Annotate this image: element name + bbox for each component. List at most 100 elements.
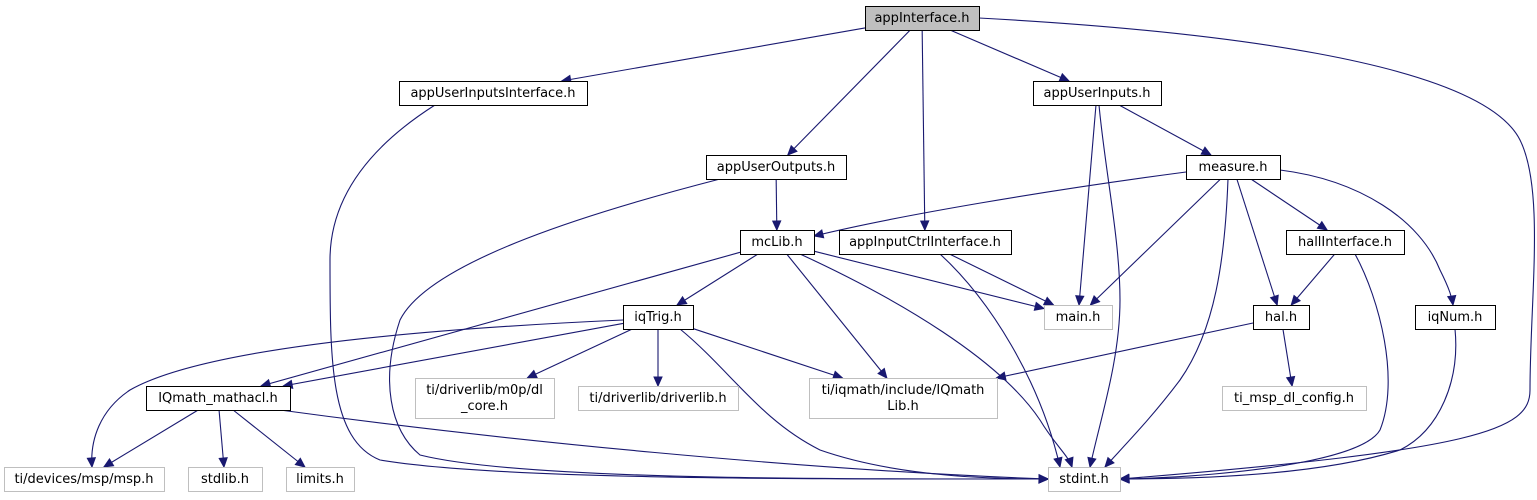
node-box [146, 386, 291, 411]
arrowhead [218, 457, 228, 469]
edge-measure-to-hal [1236, 178, 1279, 307]
node-box [1048, 467, 1121, 492]
node-iqTrig[interactable]: iqTrig.h [623, 305, 694, 330]
node-mcLib[interactable]: mcLib.h [740, 230, 815, 255]
node-driverlib[interactable]: ti/driverlib/driverlib.h [578, 386, 739, 411]
node-label: hallInterface.h [1298, 235, 1392, 250]
arrowhead [1089, 294, 1101, 306]
arrowhead [1200, 146, 1213, 156]
node-stdint[interactable]: stdint.h [1048, 467, 1121, 492]
arrowhead [812, 229, 825, 239]
arrowhead [1269, 294, 1279, 307]
arrowhead [1038, 473, 1050, 484]
node-label: ti/devices/msp/msp.h [14, 472, 153, 487]
node-label: ti/iqmath/include/IQmath [822, 383, 985, 398]
edge-IQmath_mathacl-to-msp [102, 409, 199, 468]
node-label: iqTrig.h [634, 310, 681, 325]
arrowhead [294, 457, 306, 468]
node-label: limits.h [296, 472, 344, 487]
node-msp[interactable]: ti/devices/msp/msp.h [4, 467, 165, 492]
arrowhead [675, 295, 688, 306]
edge-appUserInputs-to-stdint [1087, 104, 1121, 469]
node-iqNum[interactable]: iqNum.h [1415, 305, 1496, 330]
edge-iqTrig-to-IQmathLib [692, 328, 844, 380]
node-box [415, 378, 555, 419]
edge-hallInterface-to-hal [1290, 253, 1336, 306]
node-box [188, 467, 263, 492]
arrowhead [1064, 456, 1074, 469]
node-main[interactable]: main.h [1044, 305, 1113, 330]
arrowhead [1087, 456, 1097, 469]
node-box [740, 230, 815, 255]
node-box [706, 155, 847, 180]
node-measure[interactable]: measure.h [1186, 155, 1281, 180]
node-box [865, 6, 980, 31]
arrowhead [786, 144, 798, 156]
edge-IQmath_mathacl-to-stdlib [218, 409, 228, 469]
node-label: ti_msp_dl_config.h [1234, 391, 1354, 406]
arrowhead [1058, 72, 1071, 82]
arrowhead [919, 220, 930, 232]
arrowhead [1290, 294, 1302, 306]
node-stdlib[interactable]: stdlib.h [188, 467, 263, 492]
node-box [1044, 305, 1113, 330]
edge-appUserOutputs-to-stdint [389, 178, 1050, 484]
arrowhead [1316, 220, 1329, 231]
node-hallInterface[interactable]: hallInterface.h [1286, 230, 1405, 255]
arrowhead [526, 369, 538, 379]
node-appInputCtrlInterface[interactable]: appInputCtrlInterface.h [839, 230, 1012, 255]
node-hal[interactable]: hal.h [1253, 305, 1310, 330]
arrowhead [1042, 296, 1055, 306]
edge-appInterface-to-appUserOutputs [786, 29, 911, 156]
edge-measure-to-iqNum [1279, 169, 1457, 307]
edge-iqTrig-to-m0p_dl_core [526, 328, 633, 379]
node-label: Lib.h [887, 399, 918, 414]
edge-mcLib-to-main [813, 250, 1046, 311]
edge-measure-to-hallInterface [1250, 178, 1329, 231]
node-label: IQmath_mathacl.h [158, 391, 278, 406]
node-label: appUserInputs.h [1044, 86, 1151, 101]
node-box [4, 467, 165, 492]
node-appUserInputsInterface[interactable]: appUserInputsInterface.h [399, 81, 588, 106]
edge-iqTrig-to-driverlib [653, 329, 663, 388]
arrowhead [1104, 456, 1115, 468]
arrowhead [831, 370, 844, 380]
arrowhead [653, 376, 663, 388]
edge-mcLib-to-stdint [799, 253, 1074, 469]
node-box [839, 230, 1012, 255]
node-appInterface[interactable]: appInterface.h [865, 6, 980, 31]
node-ti_msp_dl_config[interactable]: ti_msp_dl_config.h [1222, 386, 1367, 411]
node-box [1286, 230, 1405, 255]
arrowhead [86, 457, 97, 469]
node-box [1415, 305, 1496, 330]
edge-IQmath_mathacl-to-limits [232, 409, 306, 468]
arrowhead [1118, 474, 1130, 484]
node-appUserOutputs[interactable]: appUserOutputs.h [706, 155, 847, 180]
edge-iqNum-to-stdint [1118, 328, 1457, 484]
node-label: stdint.h [1059, 472, 1108, 487]
node-limits[interactable]: limits.h [286, 467, 355, 492]
node-m0p_dl_core[interactable]: ti/driverlib/m0p/dl_core.h [415, 378, 555, 419]
edge-measure-to-stdint [1104, 178, 1229, 468]
edge-mcLib-to-IQmathLib [786, 253, 888, 379]
node-IQmath_mathacl[interactable]: IQmath_mathacl.h [146, 386, 291, 411]
node-layer: appInterface.h appUserInputsInterface.h ap… [4, 6, 1496, 492]
edge-measure-to-mcLib [812, 171, 1187, 239]
edge-mcLib-to-iqTrig [675, 253, 759, 306]
node-label: ti/driverlib/driverlib.h [589, 391, 726, 406]
node-appUserInputs[interactable]: appUserInputs.h [1033, 81, 1162, 106]
node-label: main.h [1056, 310, 1101, 325]
node-box [623, 305, 694, 330]
arrowhead [1033, 301, 1046, 311]
edge-appInterface-to-appInputCtrlInterface [919, 29, 930, 232]
node-label: ti/driverlib/m0p/dl [426, 383, 543, 398]
arrowhead [1075, 295, 1085, 307]
edge-appInputCtrlInterface-to-main [949, 253, 1055, 306]
edge-appUserInputs-to-main [1075, 104, 1097, 307]
node-label: measure.h [1198, 160, 1267, 175]
edge-layer [86, 17, 1536, 484]
edge-appInputCtrlInterface-to-stdint [939, 253, 1063, 469]
edge-hal-to-IQmathLib [995, 322, 1254, 381]
